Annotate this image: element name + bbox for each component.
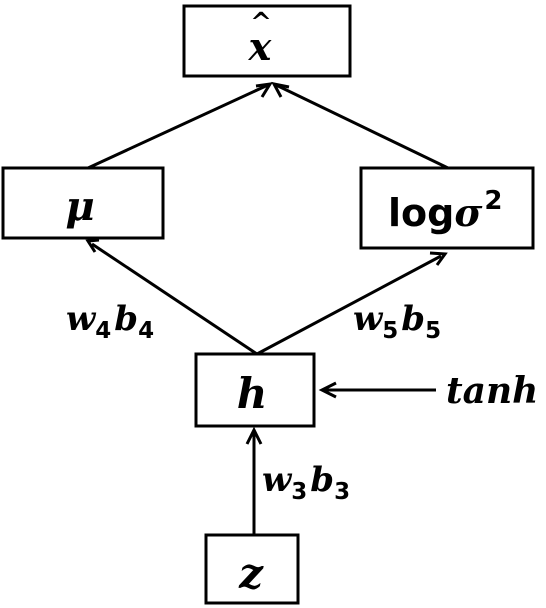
hidden-label: h [237,369,268,418]
output-label: x [248,24,273,69]
edge-mu-to-output [87,83,269,170]
weight-subscript-3: 3 [291,479,307,505]
logvar-prefix: log [388,191,454,235]
mu-node [1,166,165,240]
arrowhead-output-from-logvar [271,81,290,98]
bias-subscript-5: 5 [425,318,441,344]
arrowhead-output-from-mu [255,82,273,98]
weight-symbol-3: w [262,460,293,500]
latent-node [204,533,300,605]
logvar-symbol: σ [454,190,483,235]
edge-label-hidden-to-mu: w4b4 [66,299,154,344]
output-node [182,4,352,78]
latent-label: z [238,549,264,598]
bias-symbol-4: b [114,299,138,339]
weight-subscript-4: 4 [95,318,111,344]
arrowhead-hidden-from-latent [245,426,263,445]
bias-symbol-3: b [310,460,334,500]
logvar-superscript: 2 [484,186,502,216]
output-accent: ^ [250,8,272,38]
logvar-node [359,166,535,250]
activation-label: tanh [446,370,538,412]
logvar-label: logσ2 [388,186,502,235]
edge-label-hidden-to-logvar: w5b5 [353,299,441,344]
arrowhead-mu [85,238,100,253]
edge-hidden-to-logvar [256,254,442,356]
edge-label-latent-to-hidden: w3b3 [262,460,350,505]
edge-logvar-to-output [275,83,449,170]
arrowhead-logvar [429,251,448,266]
bias-subscript-3: 3 [334,479,350,505]
weight-symbol-5: w [353,299,384,339]
arrowhead-hidden-from-activation [318,381,337,399]
weight-symbol-4: w [66,299,97,339]
hidden-node [194,352,316,428]
bias-symbol-5: b [401,299,425,339]
bias-subscript-4: 4 [138,318,154,344]
edge-hidden-to-mu [91,242,258,356]
weight-subscript-5: 5 [382,318,398,344]
mu-label: μ [65,183,94,230]
